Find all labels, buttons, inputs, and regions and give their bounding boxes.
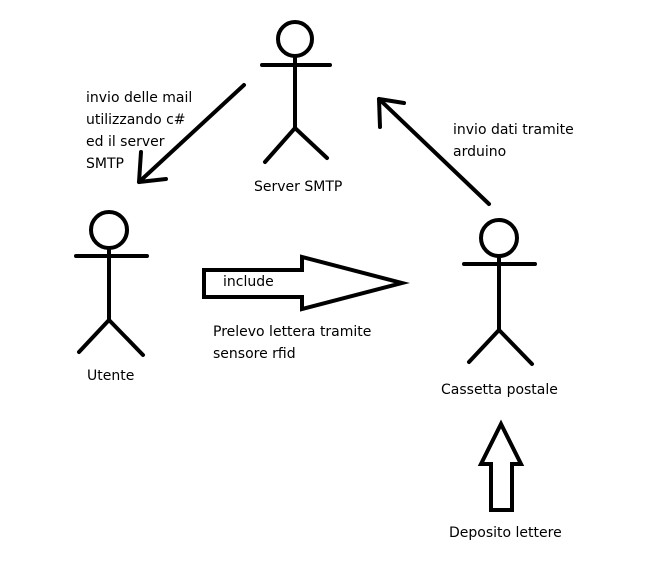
arduino-arrow <box>377 97 491 206</box>
include-label: include <box>223 274 274 290</box>
cassetta-postale-label: Cassetta postale <box>441 382 558 398</box>
arduino-message-label: invio dati tramite arduino <box>453 122 574 160</box>
cassetta-postale-actor <box>462 218 537 366</box>
utente-actor <box>74 210 149 357</box>
rfid-message-label: Prelevo lettera tramite sensore rfid <box>213 324 372 362</box>
email-arrow <box>137 83 246 184</box>
deposito-label: Deposito lettere <box>449 525 562 541</box>
utente-label: Utente <box>87 368 135 384</box>
server-smtp-actor <box>260 20 332 164</box>
deposito-block-arrow <box>477 419 525 512</box>
email-message-label: invio delle mail utilizzando c# ed il se… <box>86 90 193 172</box>
include-block-arrow <box>202 254 410 312</box>
server-smtp-label: Server SMTP <box>254 179 343 195</box>
